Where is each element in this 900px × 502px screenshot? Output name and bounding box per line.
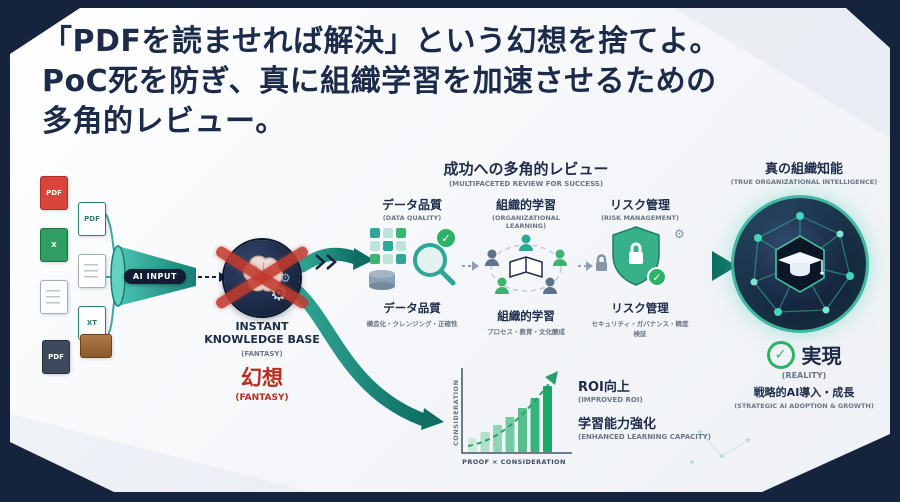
outcome-roi-subtitle: (IMPROVED ROI)	[578, 396, 643, 404]
check-icon: ✓	[774, 346, 787, 363]
review-subtitle: (MULTIFACETED REVIEW FOR SUCCESS)	[448, 180, 604, 188]
reality-label: 実現	[801, 344, 842, 368]
fantasy-jp-label-group: 幻想 (FANTASY)	[196, 362, 328, 403]
outcome-learning-title: 学習能力強化	[578, 417, 657, 432]
column-caption-sub: プロセス・教育・文化醸成	[487, 328, 565, 336]
column-caption: データ品質	[383, 301, 441, 315]
result-caption: 戦略的AI導入・成長	[753, 386, 855, 399]
column-subtitle: (DATA QUALITY)	[382, 214, 442, 222]
organizational-intelligence-sphere	[734, 198, 866, 330]
outcome-learning-subtitle: (ENHANCED LEARNING CAPACITY)	[578, 433, 711, 441]
check-badge-icon: ✓	[437, 229, 455, 247]
check-icon: ✓	[652, 271, 661, 284]
result-reality-group: ✓ 実現 (REALITY) 戦略的AI導入・成長 (STRATEGIC AI …	[726, 340, 882, 410]
funnel-label-text: AI INPUT	[132, 272, 178, 281]
page-title-line-2: PoC死を防ぎ、真に組織学習を加速させるための	[42, 64, 717, 99]
ai-input-funnel-label: AI INPUT	[124, 269, 186, 284]
column-subtitle: (ORGANIZATIONAL LEARNING)	[492, 214, 560, 230]
gear-icon-small: ⚙	[280, 271, 291, 285]
column-caption-sub: セキュリティ・ガバナンス・精度検証	[591, 320, 689, 338]
result-title: 真の組織知能	[764, 162, 843, 177]
people-icons	[485, 234, 567, 294]
file-label: X	[51, 241, 57, 249]
check-icon: ✓	[441, 232, 450, 245]
result-subtitle: (TRUE ORGANIZATIONAL INTELLIGENCE)	[730, 178, 878, 186]
gear-icon: ⚙	[674, 227, 685, 241]
result-caption-sub: (STRATEGIC AI ADOPTION & GROWTH)	[734, 402, 874, 410]
data-grid-icon	[370, 228, 406, 264]
chart-x-axis-label: PROOF × CONSIDERATION	[462, 458, 566, 466]
file-label: PDF	[84, 215, 100, 223]
chart-y-axis-label: CONSIDERATION	[452, 379, 460, 446]
fantasy-brain-node: ⚙ ⚙	[214, 240, 310, 316]
fantasy-jp-sublabel: (FANTASY)	[235, 393, 289, 403]
reality-sublabel: (REALITY)	[781, 371, 827, 380]
text-document-icon	[40, 280, 68, 314]
column-title: データ品質	[381, 198, 442, 212]
book-icon	[80, 334, 112, 358]
organizational-learning-icon	[485, 234, 567, 294]
column-subtitle: (RISK MANAGEMENT)	[601, 214, 679, 222]
review-column-risk-management: リスク管理 (RISK MANAGEMENT) ✓ ⚙ リスク管理 セキュリティ…	[590, 196, 690, 338]
text-document-icon	[78, 254, 106, 288]
column-title: リスク管理	[609, 198, 670, 212]
reality-row: ✓ 実現	[726, 340, 882, 369]
file-label: PDF	[46, 189, 62, 197]
page-title: 「PDFを読ませれば解決」という幻想を捨てよ。 PoC死を防ぎ、真に組織学習を加…	[42, 22, 862, 142]
database-icon	[369, 270, 395, 290]
page-title-line-3: 多角的レビュー。	[42, 104, 286, 139]
check-badge-icon: ✓	[647, 267, 667, 287]
open-book-icon	[509, 256, 543, 279]
column-caption-sub: 構造化・クレンジング・正確性	[366, 320, 458, 328]
check-circle-icon: ✓	[766, 340, 795, 369]
fantasy-title-line2: KNOWLEDGE BASE	[204, 333, 320, 346]
outcomes-group: ROI向上 (IMPROVED ROI) 学習能力強化 (ENHANCED LE…	[578, 376, 728, 441]
pdf-file-icon: PDF	[40, 176, 68, 210]
review-title: 成功への多角的レビュー	[443, 160, 609, 178]
pdf-document-icon: PDF	[78, 202, 106, 236]
review-column-data-quality: データ品質 (DATA QUALITY) ✓ データ品質 構造化・クレンジング・…	[362, 196, 462, 328]
magnifier-icon	[413, 243, 456, 286]
result-heading: 真の組織知能 (TRUE ORGANIZATIONAL INTELLIGENCE…	[726, 158, 882, 186]
fantasy-jp-label: 幻想	[241, 366, 283, 390]
fantasy-title: INSTANT KNOWLEDGE BASE (FANTASY)	[196, 320, 328, 361]
outcome-roi-title: ROI向上	[578, 380, 630, 395]
column-title: 組織的学習	[495, 198, 556, 212]
pdf-file-dark-icon: PDF	[42, 340, 70, 374]
review-column-organizational-learning: 組織的学習 (ORGANIZATIONAL LEARNING) 組織的学習 プロ…	[476, 196, 576, 336]
fantasy-subtitle: (FANTASY)	[241, 350, 283, 358]
graduation-cap-icon	[775, 235, 825, 293]
risk-management-icon: ✓ ⚙	[596, 226, 685, 287]
network-nodes	[750, 212, 854, 316]
knowledge-network-icon	[750, 212, 854, 316]
shield-lock-icon	[612, 226, 660, 286]
small-lock-icon	[596, 254, 607, 271]
review-heading: 成功への多角的レビュー (MULTIFACETED REVIEW FOR SUC…	[396, 158, 656, 188]
file-label: PDF	[48, 353, 64, 361]
excel-file-icon: X	[40, 228, 68, 262]
page-title-line-1: 「PDFを読ませれば解決」という幻想を捨てよ。	[42, 24, 720, 59]
fantasy-title-line1: INSTANT	[235, 320, 289, 333]
column-caption: リスク管理	[611, 301, 669, 315]
file-label: XT	[86, 319, 98, 327]
column-caption: 組織的学習	[497, 309, 555, 323]
data-quality-icon: ✓	[369, 228, 456, 290]
